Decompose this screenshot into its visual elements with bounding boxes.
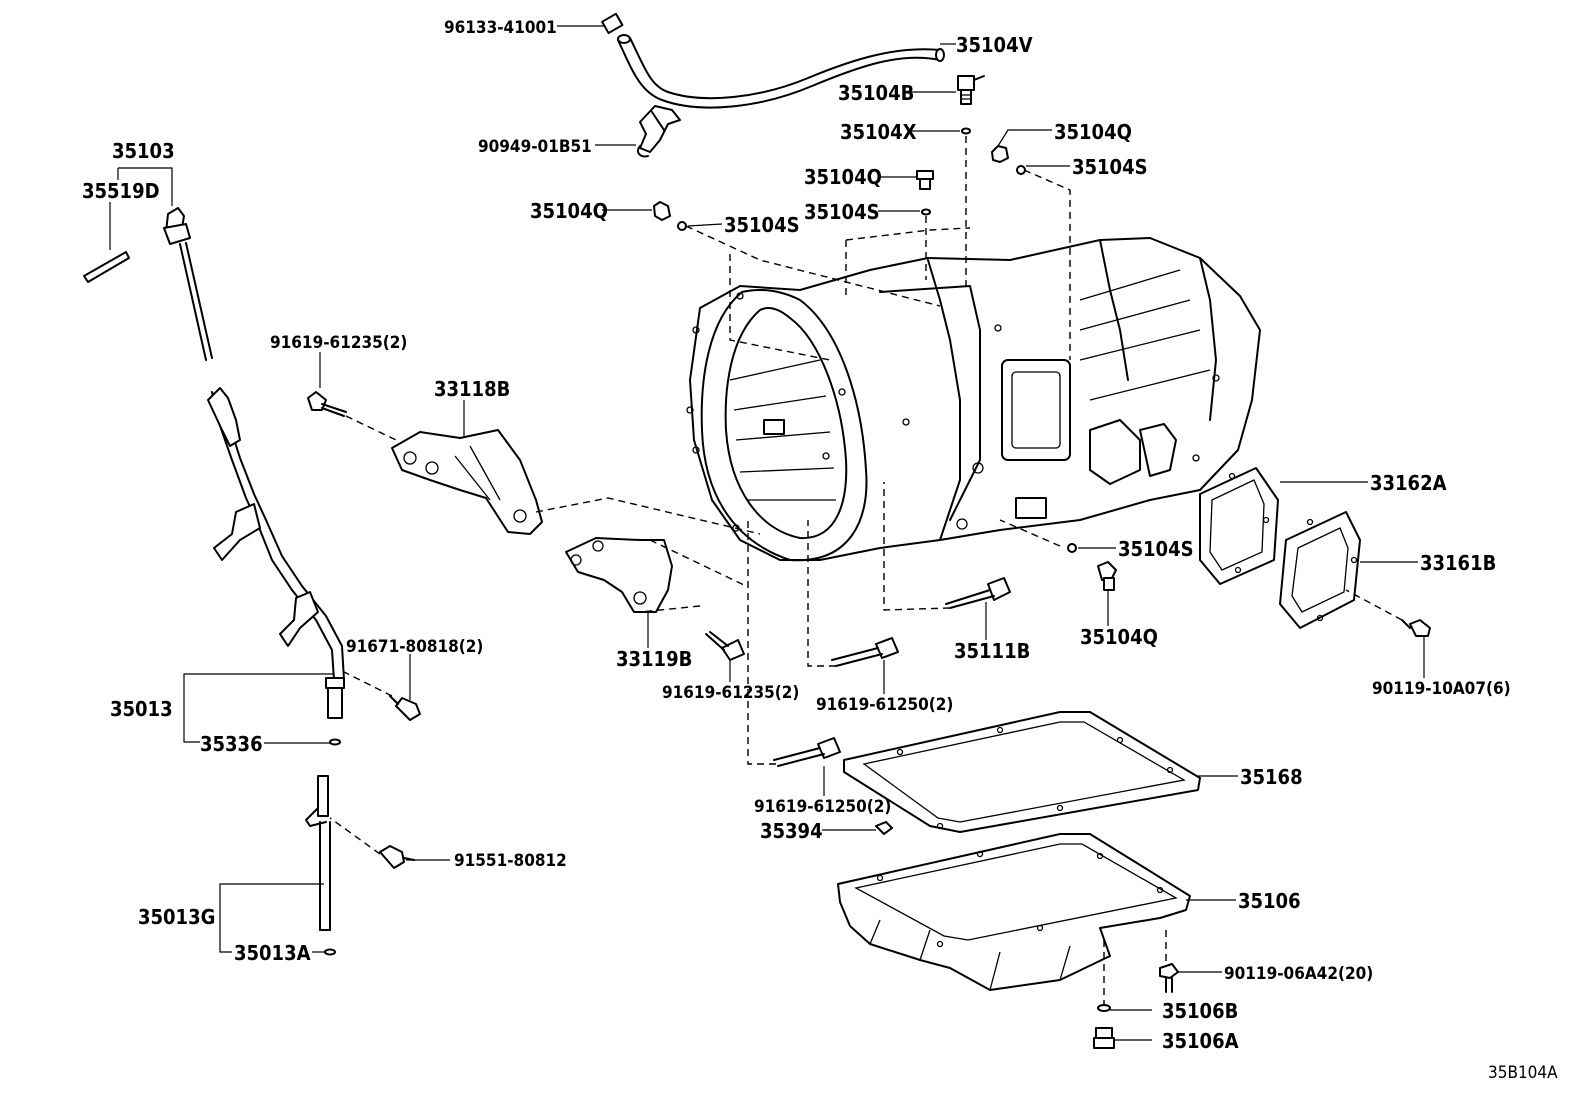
label-90119-10A07[interactable]: 90119-10A07(6) (1372, 679, 1511, 699)
label-35111B[interactable]: 35111B (954, 639, 1030, 663)
label-96133-41001[interactable]: 96133-41001 (444, 18, 557, 38)
dipstick-35103 (163, 207, 213, 361)
tube-35013G (305, 775, 336, 956)
label-35104S-top-mid[interactable]: 35104S (804, 200, 880, 224)
label-90119-06A42[interactable]: 90119-06A42(20) (1224, 964, 1373, 984)
cover-33161B (1279, 511, 1361, 629)
label-35106A[interactable]: 35106A (1162, 1029, 1239, 1053)
label-90949-01B51[interactable]: 90949-01B51 (478, 137, 592, 157)
bolt-91619-61235-upper (307, 391, 347, 417)
drain-plug-35106A (1093, 1027, 1115, 1049)
label-35104V[interactable]: 35104V (956, 33, 1033, 57)
label-35013[interactable]: 35013 (110, 697, 173, 721)
bolt-91551-80812 (379, 845, 415, 869)
hose-clip-bracket (637, 105, 681, 158)
label-35519D[interactable]: 35519D (82, 179, 160, 203)
label-91619-61250-lower[interactable]: 91619-61250(2) (754, 797, 891, 817)
bolt-35111B (945, 577, 1011, 609)
breather-hose (617, 34, 945, 109)
label-91619-61235-lower[interactable]: 91619-61235(2) (662, 683, 799, 703)
plug-35104Q-lower (1097, 561, 1117, 591)
diagram-reference-code: 35B104A (1488, 1063, 1558, 1083)
label-35168[interactable]: 35168 (1240, 765, 1303, 789)
label-35106B[interactable]: 35106B (1162, 999, 1238, 1023)
bolt-91671-80818 (389, 695, 421, 721)
oil-pan-35106 (837, 833, 1191, 991)
label-35394[interactable]: 35394 (760, 819, 823, 843)
part-labels: 96133-41001 35104V 35104B 90949-01B51 35… (82, 18, 1511, 1053)
plug-35104Q-left (653, 201, 687, 231)
bolt-91619-61235-lower (705, 631, 745, 661)
label-35103[interactable]: 35103 (112, 139, 175, 163)
label-33162A[interactable]: 33162A (1370, 471, 1447, 495)
gasket-35106B (1097, 1004, 1111, 1012)
bracket-33119B (565, 537, 673, 613)
label-91619-61250-upper[interactable]: 91619-61250(2) (816, 695, 953, 715)
leader-lines (109, 25, 1425, 1041)
label-35104S-top-left[interactable]: 35104S (724, 213, 800, 237)
gasket-33162A (1199, 467, 1279, 585)
transmission-case (686, 237, 1261, 562)
label-91619-61235-upper[interactable]: 91619-61235(2) (270, 333, 407, 353)
breather-plug (957, 75, 985, 105)
label-91671-80818[interactable]: 91671-80818(2) (346, 637, 483, 657)
assembly-lines (329, 136, 1403, 1004)
label-35104Q-top-mid[interactable]: 35104Q (804, 165, 882, 189)
label-35013A[interactable]: 35013A (234, 941, 311, 965)
washer-35104S-lower (1067, 543, 1077, 553)
label-33118B[interactable]: 33118B (434, 377, 510, 401)
hose-clamp-top (601, 12, 624, 35)
label-35104S-lower[interactable]: 35104S (1118, 537, 1194, 561)
label-33119B[interactable]: 33119B (616, 647, 692, 671)
magnet-35394 (875, 821, 893, 835)
label-35104B[interactable]: 35104B (838, 81, 914, 105)
label-35104Q-top-right[interactable]: 35104Q (1054, 120, 1132, 144)
label-35013G[interactable]: 35013G (138, 905, 215, 929)
label-35336[interactable]: 35336 (200, 732, 263, 756)
label-35104X[interactable]: 35104X (840, 120, 917, 144)
gasket-35168 (843, 711, 1201, 833)
bracket-33118B (391, 429, 543, 535)
bolt-90119-10A07 (1401, 619, 1431, 637)
label-35104S-top-right[interactable]: 35104S (1072, 155, 1148, 179)
plug-35104Q-mid (916, 170, 934, 216)
plug-35104Q-right (991, 145, 1026, 175)
label-33161B[interactable]: 33161B (1420, 551, 1496, 575)
label-35104Q-lower[interactable]: 35104Q (1080, 625, 1158, 649)
label-35104Q-top-left[interactable]: 35104Q (530, 199, 608, 223)
bolt-91619-61250-lower (773, 737, 841, 767)
bolt-91619-61250-upper (831, 637, 899, 667)
filler-tube-35013 (207, 387, 345, 746)
label-35106[interactable]: 35106 (1238, 889, 1301, 913)
label-91551-80812[interactable]: 91551-80812 (454, 851, 567, 871)
dipstick-tag-35519D (83, 251, 130, 283)
gasket-35104X (961, 127, 971, 135)
bolt-90119-06A42 (1159, 963, 1179, 993)
